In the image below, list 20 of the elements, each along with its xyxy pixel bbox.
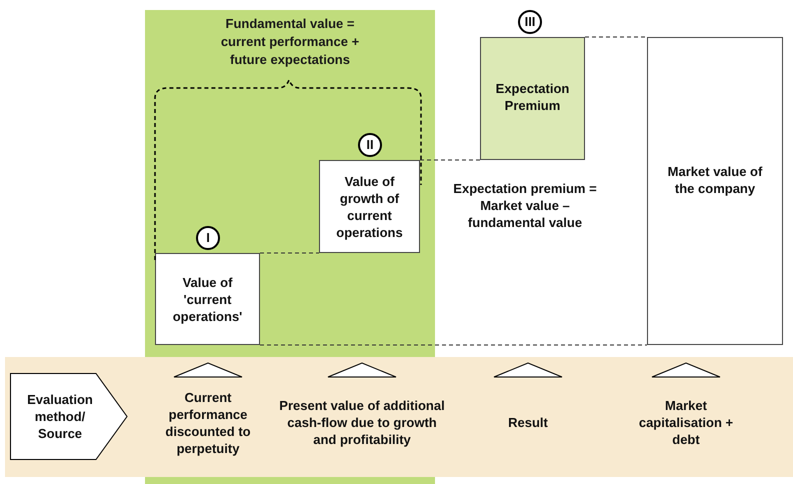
dashed-guide-line — [260, 344, 648, 346]
node-text: Market value of the company — [668, 164, 762, 196]
value-box — [480, 37, 585, 160]
pentagon-arrow — [10, 373, 128, 460]
node-text: Evaluation method/ Source — [27, 392, 93, 441]
note-text: Present value of additional cash-flow due to growth and profitability — [278, 397, 446, 448]
dashed-guide-line — [260, 252, 320, 254]
note-text: Result — [508, 414, 548, 431]
note-text: Market capitalisation + debt — [638, 397, 734, 448]
node-text: Value of growth of current operations — [336, 174, 403, 240]
node-text: Value of 'current operations' — [172, 274, 242, 324]
node-text: Fundamental value = current performance + future expectations — [220, 16, 360, 67]
value-box — [319, 160, 420, 253]
method-band — [5, 357, 793, 477]
value-box — [155, 253, 260, 345]
node-text: Expectation Premium — [496, 81, 570, 113]
note-text: Expectation premium = Market value – fundamental value — [452, 180, 598, 231]
dashed-guide-line — [584, 36, 648, 38]
note-text: Current performance discounted to perpetuity — [164, 388, 252, 456]
value-box — [647, 37, 783, 345]
